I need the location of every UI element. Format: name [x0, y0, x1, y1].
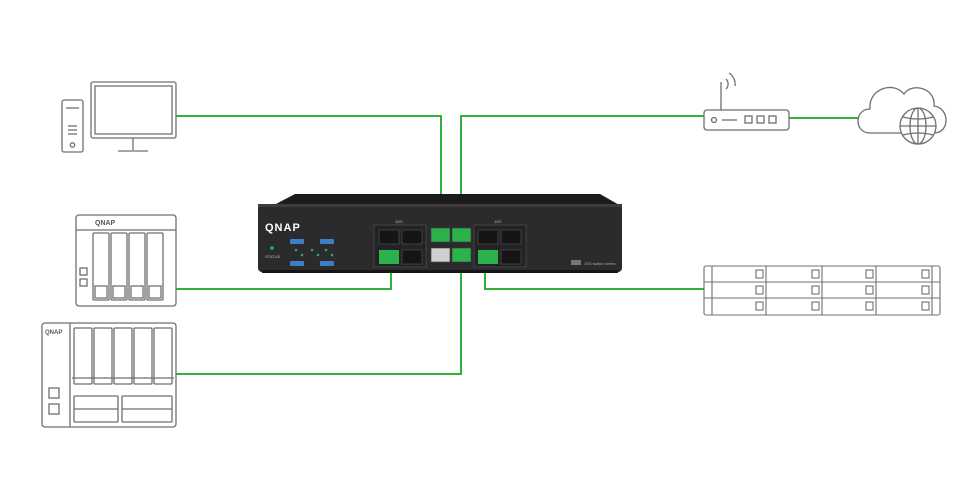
sfp-port-group-left — [373, 224, 427, 268]
port-group-label-1: 10G — [395, 219, 403, 224]
led-block-4 — [320, 261, 334, 266]
port-group-label-2: 10G — [494, 219, 502, 224]
switch-bottom-edge — [262, 270, 618, 273]
pc-power-button — [69, 142, 76, 148]
port-led-panel — [290, 239, 334, 266]
cloud-internet-icon — [857, 86, 947, 145]
pc-monitor-screen — [94, 85, 173, 135]
sfp-port-3 — [379, 250, 399, 264]
switch-brand: QNAP — [265, 222, 301, 234]
rack-tray-6 — [811, 285, 820, 295]
sfp-port-group-right — [473, 224, 527, 268]
nas-large-bay-1 — [73, 327, 93, 385]
sfp-port-4 — [401, 249, 423, 265]
led-block-2 — [290, 261, 304, 266]
rj45-port-3 — [430, 247, 451, 263]
nas-large-button-1 — [48, 387, 60, 399]
led-dot-2 — [300, 253, 304, 257]
rj45-port-group — [430, 227, 472, 263]
nas-small-bay-1 — [92, 232, 110, 301]
rj45-port-4 — [451, 247, 472, 263]
nas-large-icon — [41, 322, 177, 428]
nas-large-brand: QNAP — [45, 330, 62, 336]
rack-tray-12 — [921, 301, 930, 311]
router-port-2 — [756, 115, 765, 124]
globe-lat-top — [902, 116, 934, 120]
globe-lat-bottom — [902, 132, 934, 136]
sfp-port-2 — [401, 229, 423, 245]
sfp-port-6 — [500, 229, 522, 245]
nas-small-bay-1-handle — [94, 285, 108, 299]
rack-tray-1 — [755, 269, 764, 279]
nas-large-button-2 — [48, 403, 60, 415]
led-dot-4 — [316, 253, 320, 257]
router-signal-inner — [725, 78, 729, 90]
status-led — [270, 246, 274, 250]
nas-small-button-2 — [79, 278, 88, 287]
nas-large-bay-4 — [133, 327, 153, 385]
led-dot-6 — [330, 253, 334, 257]
status-label: STATUS — [265, 254, 281, 259]
rack-tray-9 — [755, 301, 764, 311]
router-port-1 — [744, 115, 753, 124]
rack-tray-10 — [811, 301, 820, 311]
rj45-port-2 — [451, 227, 472, 243]
led-dot-3 — [310, 248, 314, 252]
rj45-port-1 — [430, 227, 451, 243]
nas-small-icon — [75, 214, 177, 307]
nas-small-bay-2 — [110, 232, 128, 301]
model-badge — [571, 260, 581, 265]
nas-large-bay-3 — [113, 327, 133, 385]
switch-front-bevel — [258, 204, 622, 207]
nas-large-bay-5 — [153, 327, 173, 385]
sfp-port-1 — [378, 229, 400, 245]
nas-small-bay-4-handle — [148, 285, 162, 299]
link-nas-large-to-switch — [176, 262, 462, 375]
nas-small-bay-3 — [128, 232, 146, 301]
rack-tray-8 — [921, 285, 930, 295]
rack-tray-3 — [865, 269, 874, 279]
rack-tray-7 — [865, 285, 874, 295]
nas-small-bay-2-handle — [112, 285, 126, 299]
rack-tray-4 — [921, 269, 930, 279]
router-signal-outer — [728, 72, 736, 87]
nas-large-bay-2 — [93, 327, 113, 385]
led-block-1 — [290, 239, 304, 244]
model-label: 10G switch series — [584, 261, 616, 266]
sfp-port-8 — [500, 249, 522, 265]
nas-small-bay-4 — [146, 232, 164, 301]
desktop-pc-icon — [61, 81, 177, 153]
led-block-3 — [320, 239, 334, 244]
nas-small-button-1 — [79, 267, 88, 276]
nas-small-bay-3-handle — [130, 285, 144, 299]
sfp-port-5 — [477, 229, 499, 245]
wifi-router-icon — [703, 72, 790, 131]
rackmount-storage-icon — [703, 265, 941, 316]
led-dot-1 — [294, 248, 298, 252]
rack-tray-5 — [755, 285, 764, 295]
sfp-port-7 — [478, 250, 498, 264]
rack-tray-2 — [811, 269, 820, 279]
router-port-3 — [768, 115, 777, 124]
led-dot-5 — [324, 248, 328, 252]
router-led — [710, 116, 718, 124]
switch-top-surface — [272, 194, 621, 206]
rack-tray-11 — [865, 301, 874, 311]
nas-small-brand: QNAP — [95, 220, 116, 227]
qnap-switch: QNAP STATUS 10G — [258, 194, 622, 273]
